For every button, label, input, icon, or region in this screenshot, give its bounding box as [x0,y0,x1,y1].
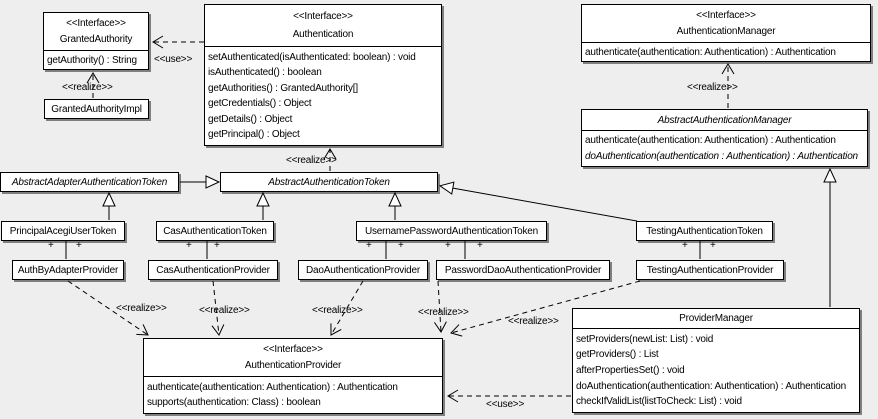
association-plus: + [477,240,483,251]
association-plus: + [445,240,451,251]
class-name: CasAuthenticationToken [163,225,267,237]
realize-label: <<realize>> [286,155,337,166]
realize-label: <<realize>> [312,305,363,316]
association-plus: + [366,240,372,251]
class-box-provider-manager[interactable]: ProviderManager setProviders(newList: Li… [572,308,860,413]
class-box-authentication-provider[interactable]: <<Interface>> AuthenticationProvider aut… [143,338,443,414]
class-box-granted-authority[interactable]: <<Interface>> GrantedAuthority getAuthor… [43,12,149,70]
method-label: getCredentials() : Object [208,98,312,110]
method-label: afterPropertiesSet() : void [576,364,685,376]
realize-label: <<realize>> [418,307,469,318]
class-box-abstract-adapter-authentication-token[interactable]: AbstractAdapterAuthenticationToken [0,172,179,192]
association-plus: + [48,240,54,251]
association-plus: + [76,240,82,251]
class-box-cas-authentication-token[interactable]: CasAuthenticationToken [156,221,274,241]
stereotype-label: <<Interface>> [696,10,756,21]
class-box-granted-authority-impl[interactable]: GrantedAuthorityImpl [44,99,149,119]
class-name: CasAuthenticationProvider [156,264,270,276]
method-label: getPrincipal() : Object [208,129,300,141]
class-box-dao-authentication-provider[interactable]: DaoAuthenticationProvider [298,260,428,280]
method-label: authenticate(authentication: Authenticat… [585,46,836,58]
class-name: PrincipalAcegiUserToken [9,225,117,237]
class-box-username-password-authentication-token[interactable]: UsernamePasswordAuthenticationToken [356,221,547,241]
class-name: TestingAuthenticationToken [646,225,763,237]
class-name: AbstractAdapterAuthenticationToken [11,176,168,188]
method-label: doAuthentication(authentication: Authent… [576,380,846,392]
stereotype-label: <<Interface>> [293,11,353,23]
association-plus: + [710,240,716,251]
realize-label: <<realize>> [508,316,559,327]
method-label: supports(authentication: Class) : boolea… [147,397,321,409]
class-name: Authentication [292,28,354,40]
method-label: getAuthorities() : GrantedAuthority[] [208,82,358,94]
method-label: setAuthenticated(isAuthenticated: boolea… [208,51,416,63]
method-label: getAuthority() : String [47,54,137,66]
method-label: doAuthentication(authentication : Authen… [585,150,858,162]
method-label: isAuthenticated() : boolean [208,67,322,79]
association-plus: + [398,240,404,251]
class-name: PasswordDaoAuthenticationProvider [444,264,602,276]
class-name: AuthByAdapterProvider [17,264,119,276]
realize-label: <<realize>> [199,305,250,316]
method-label: checkIfValidList(listToCheck: List) : vo… [576,396,742,408]
class-name: AbstractAuthenticationToken [268,176,390,188]
class-name: GrantedAuthorityImpl [51,103,142,115]
class-box-auth-by-adapter-provider[interactable]: AuthByAdapterProvider [12,260,124,280]
method-label: getProviders() : List [576,349,659,361]
class-name: AuthenticationManager [676,26,776,37]
class-name: TestingAuthenticationProvider [646,264,774,276]
class-name: ProviderManager [679,313,753,324]
class-box-abstract-authentication-token[interactable]: AbstractAuthenticationToken [220,172,438,192]
method-label: getDetails() : Object [208,113,293,125]
method-label: setProviders(newList: List) : void [576,333,714,345]
stereotype-label: <<Interface>> [263,344,323,355]
association-plus: + [186,240,192,251]
class-name: AbstractAuthenticationManager [657,114,792,126]
class-box-testing-authentication-token[interactable]: TestingAuthenticationToken [636,221,773,241]
use-label: <<use>> [154,54,193,65]
realize-label: <<realize>> [116,303,167,314]
class-box-authentication[interactable]: <<Interface>> Authentication setAuthenti… [204,4,442,146]
realize-label: <<realize>> [687,82,738,93]
class-name: UsernamePasswordAuthenticationToken [364,225,539,237]
class-name: GrantedAuthority [59,34,133,45]
class-box-cas-authentication-provider[interactable]: CasAuthenticationProvider [148,260,278,280]
realize-label: <<realize>> [62,82,113,93]
class-name: AuthenticationProvider [244,360,342,371]
association-plus: + [214,240,220,251]
class-box-password-dao-authentication-provider[interactable]: PasswordDaoAuthenticationProvider [436,260,610,280]
class-box-abstract-authentication-manager[interactable]: AbstractAuthenticationManager authentica… [581,109,868,167]
class-box-principal-acegi-user-token[interactable]: PrincipalAcegiUserToken [1,221,125,241]
class-name: DaoAuthenticationProvider [306,264,420,276]
association-plus: + [682,240,688,251]
method-label: authenticate(authentication: Authenticat… [585,135,836,147]
stereotype-label: <<Interface>> [66,18,126,29]
class-box-authentication-manager[interactable]: <<Interface>> AuthenticationManager auth… [581,4,871,62]
method-label: authenticate(authentication: Authenticat… [147,381,398,393]
use-label: <<use>> [486,399,525,410]
class-box-testing-authentication-provider[interactable]: TestingAuthenticationProvider [636,260,784,280]
